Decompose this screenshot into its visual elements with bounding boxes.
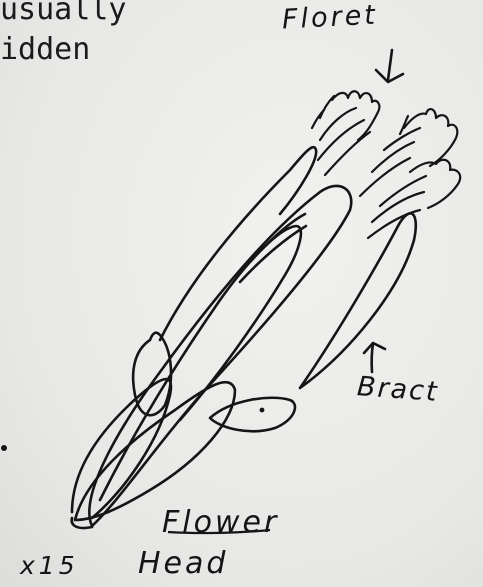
margin-dot [1,445,7,451]
floret-right-lower [368,160,460,238]
middle-bract [100,226,301,500]
flower-underline [168,530,270,533]
floret-pointer-arrow [376,50,403,82]
upper-bract [160,147,316,340]
bract-dot [260,408,265,413]
right-bract [300,213,416,388]
outer-bract [89,186,351,526]
floret-left [312,91,379,175]
small-bract [210,398,295,432]
bract-pointer-arrow [364,343,385,372]
floret-right [360,109,457,196]
